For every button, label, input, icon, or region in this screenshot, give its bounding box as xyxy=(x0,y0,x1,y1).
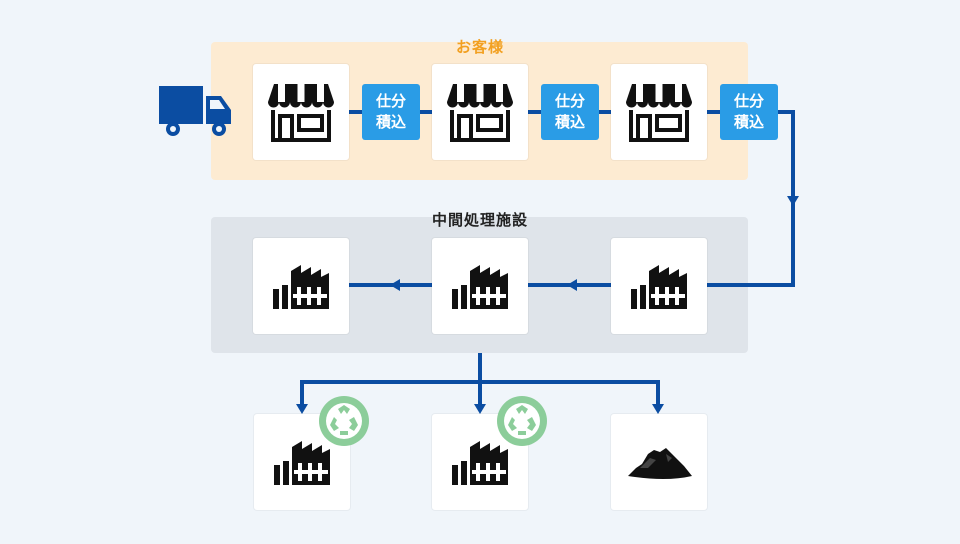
sort-load-badge-1: 仕分 積込 xyxy=(362,84,420,140)
recycle-icon xyxy=(319,396,369,446)
badge-line1: 仕分 xyxy=(554,92,585,110)
arrow-output-left xyxy=(296,404,308,414)
sort-load-badge-3: 仕分 積込 xyxy=(720,84,778,140)
store-icon xyxy=(626,84,692,142)
landfill-card xyxy=(611,414,707,510)
factory-icon xyxy=(274,441,330,485)
recycling-plant-card-1 xyxy=(254,414,350,510)
store-icon xyxy=(447,84,513,142)
factory-icon xyxy=(273,265,329,309)
badge-line1: 仕分 xyxy=(375,92,406,110)
factory-icon xyxy=(452,265,508,309)
landfill-pile-icon xyxy=(628,448,692,479)
arrow-down-right xyxy=(787,196,799,206)
store-card-3 xyxy=(611,64,707,160)
arrow-left-1 xyxy=(390,279,400,291)
store-icon xyxy=(268,84,334,142)
arrow-output-center xyxy=(474,404,486,414)
recycle-icon xyxy=(497,396,547,446)
truck-icon xyxy=(159,86,231,136)
recycling-plant-card-2 xyxy=(432,414,528,510)
store-card-2 xyxy=(432,64,528,160)
arrow-left-2 xyxy=(567,279,577,291)
facility-card-3 xyxy=(611,238,707,334)
badge-line2: 積込 xyxy=(733,113,764,131)
badge-line1: 仕分 xyxy=(733,92,764,110)
facility-card-1 xyxy=(253,238,349,334)
customer-title: お客様 xyxy=(455,38,504,56)
badge-line2: 積込 xyxy=(375,113,406,131)
factory-icon xyxy=(452,441,508,485)
badge-line2: 積込 xyxy=(554,113,585,131)
facility-title: 中間処理施設 xyxy=(431,211,528,229)
facility-card-2 xyxy=(432,238,528,334)
sort-load-badge-2: 仕分 積込 xyxy=(541,84,599,140)
factory-icon xyxy=(631,265,687,309)
arrow-output-right xyxy=(652,404,664,414)
store-card-1 xyxy=(253,64,349,160)
